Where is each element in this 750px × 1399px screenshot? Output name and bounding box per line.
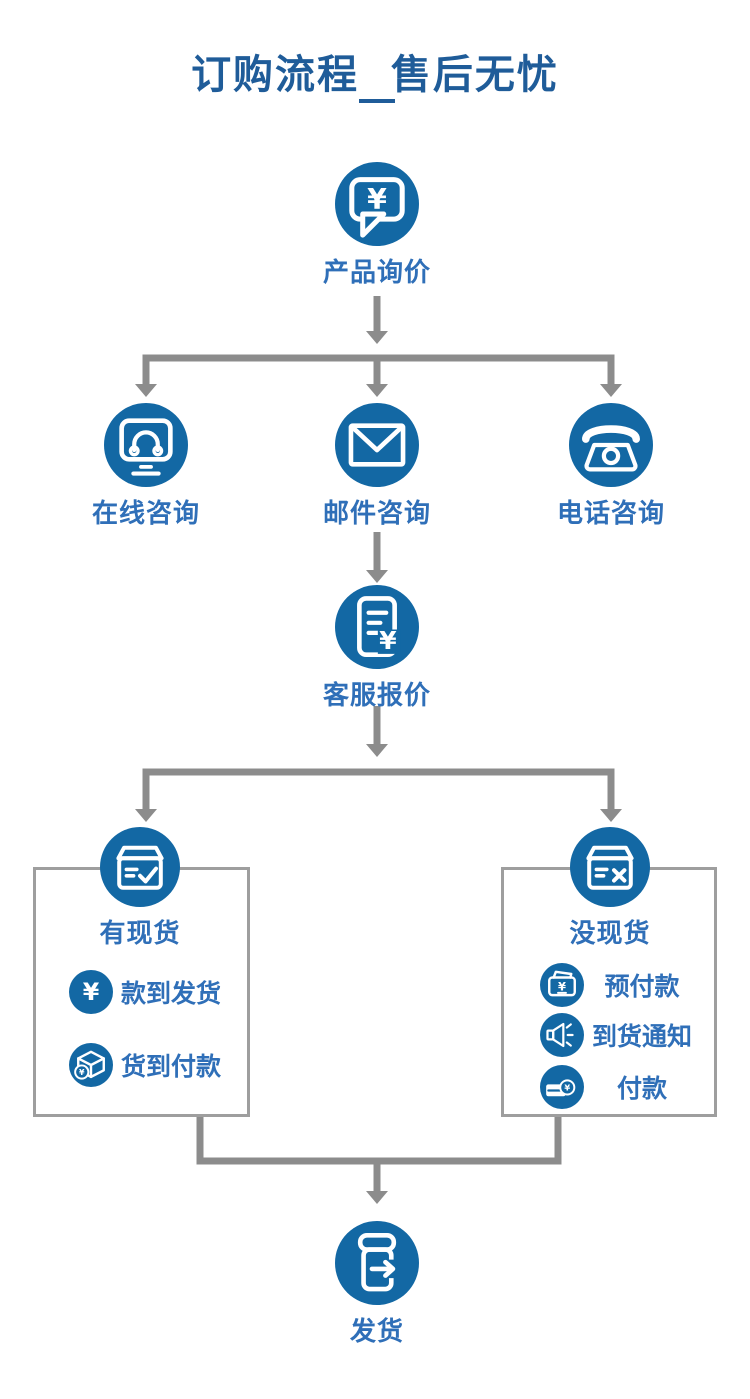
page-title: 订购流程 售后无忧 xyxy=(191,52,559,98)
node-label: 电话咨询 xyxy=(556,499,665,529)
wallet-yen-icon: ¥ xyxy=(540,963,584,1007)
svg-text:¥: ¥ xyxy=(83,978,100,1006)
box-check-icon xyxy=(100,827,180,907)
svg-text:¥: ¥ xyxy=(79,1068,85,1077)
node-in-stock: 有现货 xyxy=(30,827,250,950)
connector-merge xyxy=(196,1117,562,1165)
node-service-quote: ¥ 客服报价 xyxy=(267,585,487,712)
connector-split-2way xyxy=(142,768,615,809)
node-label: 在线咨询 xyxy=(91,499,200,529)
node-phone-consult: 电话咨询 xyxy=(501,403,721,530)
envelope-icon xyxy=(335,403,419,487)
out-of-stock-panel xyxy=(501,867,717,1117)
item-label: 货到付款 xyxy=(120,1052,221,1081)
node-out-of-stock: 没现货 xyxy=(500,827,720,950)
item-label: 款到发货 xyxy=(120,979,221,1008)
package-yen-icon: ¥ xyxy=(69,1043,113,1087)
node-label: 邮件咨询 xyxy=(322,499,431,529)
title-underline xyxy=(359,99,395,103)
item-label: 预付款 xyxy=(604,972,680,1001)
item-pay-then-ship: ¥ 款到发货 xyxy=(69,970,229,1014)
node-product-inquiry: ¥ 产品询价 xyxy=(267,162,487,289)
node-label: 客服报价 xyxy=(322,681,431,711)
node-ship: 发货 xyxy=(267,1221,487,1348)
monitor-headset-icon xyxy=(104,403,188,487)
card-yen-icon: ¥ xyxy=(540,1065,584,1109)
item-payment: ¥ 付款 xyxy=(540,1065,700,1109)
item-cash-on-delivery: ¥ 货到付款 xyxy=(69,1043,229,1087)
yen-coin-icon: ¥ xyxy=(69,970,113,1014)
document-yen-icon: ¥ xyxy=(335,585,419,669)
node-online-consult: 在线咨询 xyxy=(36,403,256,530)
item-label: 付款 xyxy=(616,1074,667,1103)
chat-bubble-yen-icon: ¥ xyxy=(335,162,419,246)
node-label: 没现货 xyxy=(569,919,651,949)
node-label: 产品询价 xyxy=(322,258,431,288)
item-label: 到货通知 xyxy=(591,1022,692,1051)
svg-text:¥: ¥ xyxy=(379,626,397,655)
svg-text:¥: ¥ xyxy=(558,979,566,993)
item-arrival-notice: 到货通知 xyxy=(540,1013,700,1057)
telephone-icon xyxy=(569,403,653,487)
speaker-icon xyxy=(540,1013,584,1057)
svg-text:¥: ¥ xyxy=(367,182,387,216)
node-label: 发货 xyxy=(349,1317,404,1347)
item-prepayment: ¥ 预付款 xyxy=(540,963,700,1007)
node-label: 有现货 xyxy=(99,919,181,949)
box-x-icon xyxy=(570,827,650,907)
svg-text:¥: ¥ xyxy=(564,1083,570,1093)
node-email-consult: 邮件咨询 xyxy=(267,403,487,530)
box-arrow-icon xyxy=(335,1221,419,1305)
